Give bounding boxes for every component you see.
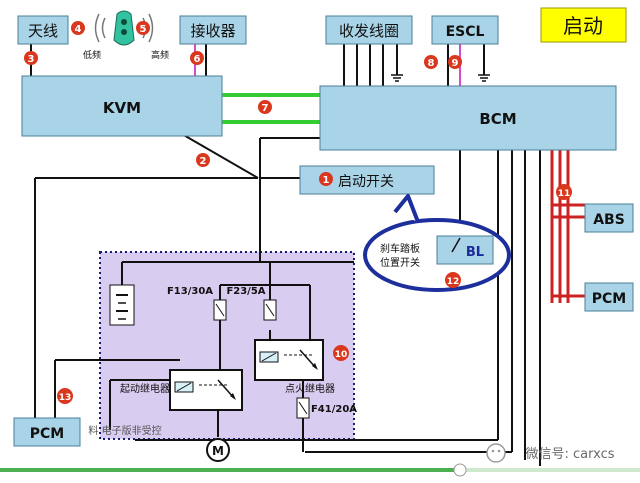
- pcm-right-label: PCM: [592, 291, 626, 307]
- watermark: 微信号: carxcs: [486, 443, 615, 463]
- marker-11: 11: [556, 184, 572, 200]
- high-freq-label: 高频: [151, 49, 169, 61]
- marker-3: 3: [24, 51, 38, 65]
- motor-icon: [206, 438, 230, 462]
- bl-switch-arrow: [451, 237, 461, 253]
- box-abs: ABS: [584, 203, 634, 233]
- marker-10: 10: [333, 345, 349, 361]
- motor-label: M: [212, 444, 224, 458]
- watermark-text: 微信号: carxcs: [525, 447, 614, 462]
- start-relay-label: 起动继电器: [120, 382, 170, 395]
- pcm-left-label: PCM: [30, 426, 64, 442]
- abs-label: ABS: [593, 212, 625, 228]
- title-box: 启动: [540, 7, 627, 43]
- ignition-relay-icon: [254, 339, 324, 381]
- svg-text:9: 9: [452, 58, 459, 69]
- markers: 1 2 3 4 5 6 7 8 9 10 11 12 13: [24, 21, 572, 404]
- battery-icon: [109, 284, 135, 326]
- marker-8: 8: [424, 55, 438, 69]
- svg-text:2: 2: [200, 156, 207, 167]
- callout-pointer: [393, 194, 420, 223]
- svg-text:5: 5: [140, 24, 147, 35]
- antenna-label: 天线: [28, 22, 58, 40]
- fuse-f41-icon: [296, 397, 310, 419]
- fuse-f13-icon: [213, 299, 227, 321]
- brake-pedal-label-1: 刹车踏板: [380, 242, 420, 255]
- marker-13: 13: [57, 388, 73, 404]
- marker-1: 1: [319, 172, 333, 186]
- bottom-bar-handle[interactable]: [453, 463, 467, 477]
- page-title: 启动: [563, 14, 603, 38]
- svg-text:13: 13: [59, 393, 72, 403]
- fuse-f41-label: F41/20A: [311, 404, 357, 415]
- svg-text:1: 1: [323, 175, 330, 186]
- marker-6: 6: [190, 51, 204, 65]
- svg-text:6: 6: [194, 54, 201, 65]
- marker-5: 5: [136, 21, 150, 35]
- box-escl: ESCL: [431, 15, 499, 45]
- kvm-label: KVM: [103, 99, 141, 117]
- box-pcm-left: PCM: [13, 417, 81, 447]
- box-bcm: BCM: [319, 85, 617, 151]
- box-transceiver-coil: 收发线圈: [325, 15, 413, 45]
- svg-text:3: 3: [28, 54, 35, 65]
- transceiver-coil-label: 收发线圈: [339, 22, 399, 40]
- key-fob-icon: [113, 10, 135, 46]
- marker-12: 12: [445, 272, 461, 288]
- ground-symbols: [391, 74, 490, 82]
- ignition-relay-label: 点火继电器: [285, 382, 335, 395]
- svg-text:11: 11: [558, 189, 571, 199]
- marker-9: 9: [448, 55, 462, 69]
- fuse-f23-icon: [263, 299, 277, 321]
- fuse-f13-label: F13/30A: [167, 286, 213, 297]
- start-relay-icon: [169, 369, 243, 411]
- bottom-note: 料 电子版非受控: [88, 424, 161, 437]
- svg-text:12: 12: [447, 277, 460, 287]
- box-antenna: 天线: [17, 15, 69, 45]
- svg-text:8: 8: [428, 58, 435, 69]
- fuse-f23-label: F23/5A: [226, 286, 265, 297]
- start-switch-label: 启动开关: [338, 174, 394, 190]
- box-bl: [436, 235, 494, 265]
- svg-text:4: 4: [75, 24, 82, 35]
- svg-text:7: 7: [262, 103, 269, 114]
- receiver-label: 接收器: [190, 22, 235, 40]
- wechat-icon: [486, 443, 506, 463]
- box-pcm-right: PCM: [584, 282, 634, 312]
- box-kvm: KVM: [21, 75, 223, 137]
- marker-7: 7: [258, 100, 272, 114]
- marker-2: 2: [196, 153, 210, 167]
- escl-label: ESCL: [446, 24, 485, 40]
- abs-pcm-lines: [550, 150, 585, 303]
- wires: [30, 44, 541, 466]
- bcm-label: BCM: [479, 110, 516, 128]
- low-freq-label: 低频: [83, 49, 101, 61]
- kvm-bcm-link: [222, 93, 320, 124]
- bl-label: BL: [466, 245, 484, 260]
- box-receiver: 接收器: [179, 15, 247, 45]
- svg-text:10: 10: [335, 350, 348, 360]
- marker-4: 4: [71, 21, 85, 35]
- bottom-bar-fill: [0, 468, 455, 472]
- brake-pedal-label-2: 位置开关: [380, 256, 420, 269]
